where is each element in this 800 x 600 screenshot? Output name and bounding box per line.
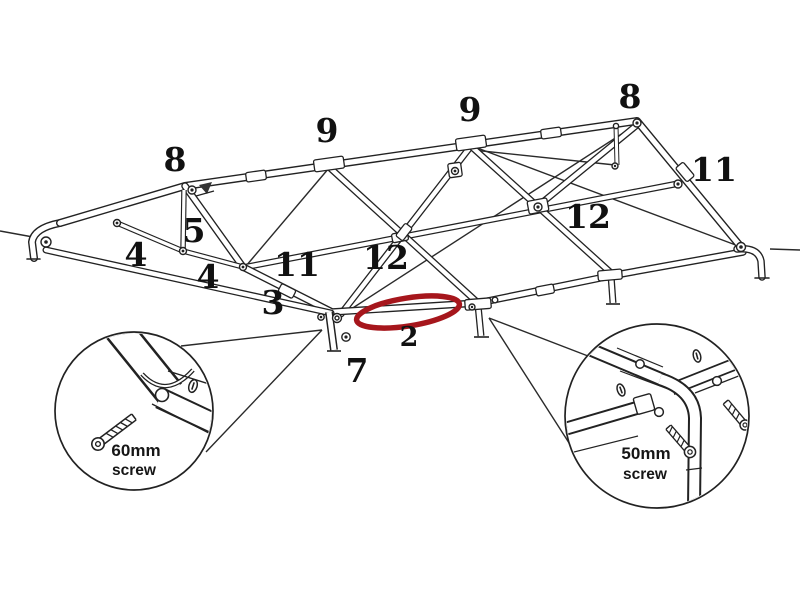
part-label: 8 [164,140,187,179]
screw-icon [91,413,137,451]
part-label: 8 [619,77,642,116]
legs-and-posts [115,125,620,352]
pivot-bolts [40,118,747,342]
slot-hole-icon [187,378,199,394]
highlight-ellipse [353,293,463,331]
part-label: 7 [346,351,369,390]
part-label: 11 [274,245,320,284]
part-label: 12 [565,197,611,236]
mid-rail-tube [245,180,677,271]
screw-type-label: screw [112,462,157,479]
screw-size-label: 50mm [621,444,670,463]
part-label: 5 [183,211,206,250]
part-label: 12 [363,238,409,277]
slot-hole-icon [616,383,626,397]
right-detail-callout: 50mm screw [564,323,750,509]
part-label: 2 [400,322,419,353]
screw-type-label: screw [623,466,668,483]
connector-sleeves [245,126,695,311]
part-number-labels: 8 9 9 8 11 12 5 4 4 11 12 3 2 7 [125,77,737,390]
part-label: 4 [125,235,148,274]
part-label: 9 [316,111,339,150]
part-label: 11 [691,150,737,189]
frame-perimeter-tubes [26,117,770,317]
magnifier-pointer-lines [180,317,589,453]
part-label: 9 [459,90,482,129]
part-label: 3 [262,283,285,322]
slot-hole-icon [692,349,702,363]
magnifier-circle [54,331,214,491]
part-label: 4 [197,257,220,296]
left-detail-callout: 60mm screw [54,331,214,491]
screw-icon [722,399,748,431]
screw-icon [665,424,697,459]
screw-size-label: 60mm [111,441,160,460]
